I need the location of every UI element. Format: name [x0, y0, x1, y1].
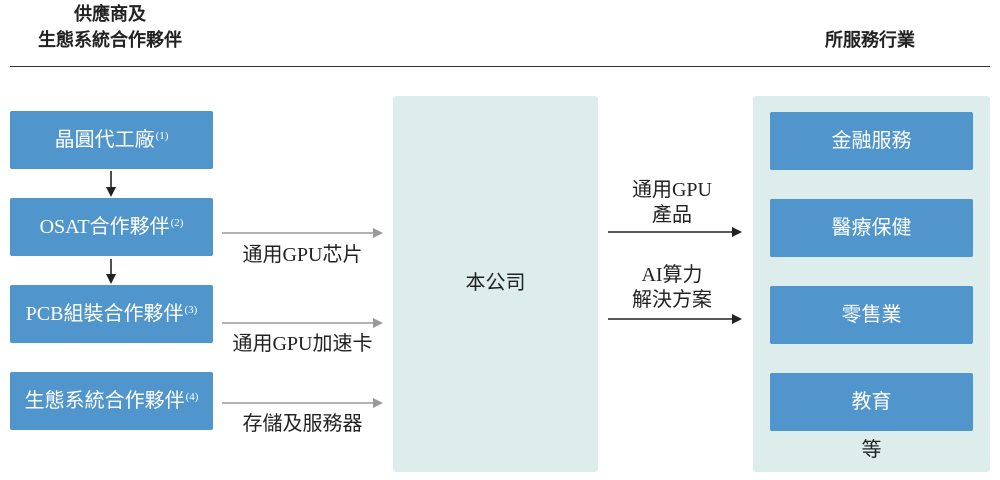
inflow-label-storage-servers: 存儲及服務器 [242, 413, 363, 435]
inflow-label-chips: 通用GPU芯片 [242, 244, 363, 266]
suppliers-header-line2: 生態系統合作夥伴 [38, 30, 182, 50]
supplier-label: 生態系統合作夥伴 [24, 390, 185, 412]
outflow-label-line1: AI算力 [641, 264, 703, 286]
header-divider [10, 66, 990, 67]
footnote-marker: (1) [155, 130, 169, 142]
supplier-box-osat: OSAT合作夥伴(2) [10, 198, 213, 256]
outflow-label-gpu-products: 通用GPU 產品 [597, 178, 747, 228]
suppliers-header: 供應商及 生態系統合作夥伴 [20, 1, 200, 53]
footnote-marker: (4) [185, 391, 199, 403]
supplier-box-pcb: PCB組裝合作夥伴(3) [10, 285, 213, 343]
inflow-arrow-chips [222, 228, 383, 238]
supplier-label: 晶圓代工廠 [54, 129, 155, 151]
company-label: 本公司 [465, 272, 526, 294]
inflow-arrow-storage-servers [222, 398, 383, 408]
suppliers-header-line1: 供應商及 [74, 4, 146, 24]
company-panel [393, 96, 598, 472]
industry-label: 零售業 [841, 304, 902, 326]
outflow-label-line1: 通用GPU [631, 179, 712, 201]
footnote-marker: (3) [184, 304, 198, 316]
supply-chain-arrow-2 [106, 259, 116, 284]
supplier-label: PCB組裝合作夥伴 [25, 303, 184, 325]
industry-label: 醫療保健 [831, 217, 912, 239]
supplier-box-pcb-text: PCB組裝合作夥伴(3) [26, 301, 198, 327]
outflow-label-line2: 解決方案 [632, 289, 712, 311]
industry-box-healthcare: 醫療保健 [770, 199, 973, 257]
supplier-box-ecosystem: 生態系統合作夥伴(4) [10, 372, 213, 430]
outflow-label-ai-solutions: AI算力 解決方案 [597, 263, 747, 313]
supplier-label: OSAT合作夥伴 [39, 216, 170, 238]
industry-label: 教育 [851, 391, 892, 413]
supplier-box-ecosystem-text: 生態系統合作夥伴(4) [25, 388, 199, 414]
industry-box-retail: 零售業 [770, 286, 973, 344]
outflow-label-line2: 產品 [652, 204, 692, 226]
supply-chain-arrow-1 [106, 171, 116, 197]
outflow-arrow-gpu-products [608, 227, 742, 237]
supplier-box-foundry-text: 晶圓代工廠(1) [55, 127, 169, 153]
industry-box-education: 教育 [770, 373, 973, 431]
inflow-label-accelerator-cards: 通用GPU加速卡 [232, 333, 373, 355]
industries-etc-label: 等 [861, 439, 882, 461]
outflow-arrow-ai-solutions [608, 314, 742, 324]
supplier-box-osat-text: OSAT合作夥伴(2) [40, 214, 184, 240]
industries-header: 所服務行業 [825, 30, 915, 50]
industry-box-financial-services: 金融服務 [770, 112, 973, 170]
industry-label: 金融服務 [831, 130, 912, 152]
footnote-marker: (2) [170, 217, 184, 229]
inflow-arrow-accelerator-cards [222, 318, 383, 328]
supplier-box-foundry: 晶圓代工廠(1) [10, 111, 213, 169]
